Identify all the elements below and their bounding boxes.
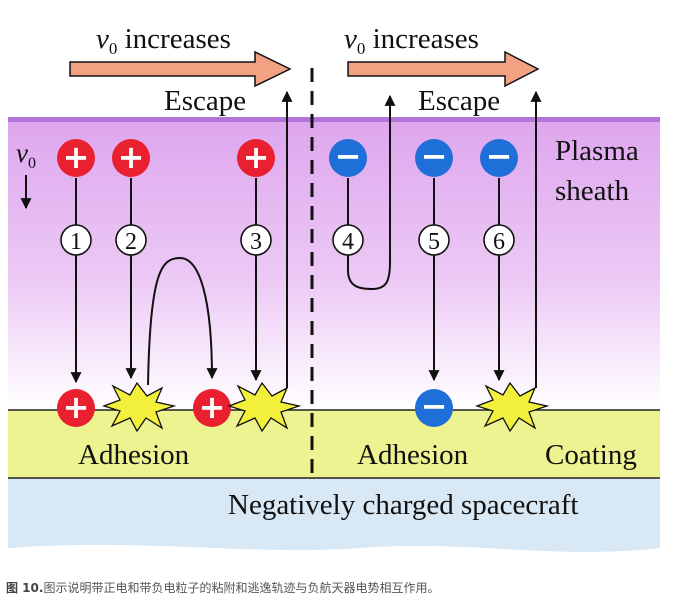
impact-spark-icon [101,381,177,433]
adhered-positive-charge-icon: + [193,388,231,427]
v0-label: v0 [16,138,36,172]
svg-text:1: 1 [70,229,82,255]
path-number-2: 2 [115,224,147,256]
sheath-label: sheath [555,175,630,207]
positive-charge-icon: + [112,138,150,177]
spacecraft-body [8,478,660,552]
svg-text:−: − [421,137,448,175]
figure-caption: 图 10.图示说明带正电和带负电粒子的粘附和逃逸轨迹与负航天器电势相互作用。 [6,579,671,596]
plasma-sheath-top-line [8,117,660,122]
v0-increases-label-left: v0 increases [96,23,231,58]
figure-caption-text: 图示说明带正电和带负电粒子的粘附和逃逸轨迹与负航天器电势相互作用。 [43,581,440,595]
plasma-label: Plasma [555,135,639,167]
svg-text:+: + [243,138,270,176]
svg-text:4: 4 [342,229,354,255]
positive-charge-icon: + [57,138,95,177]
spacecraft-label: Negatively charged spacecraft [228,489,579,521]
svg-text:+: + [118,138,145,176]
impact-spark-icon [474,381,550,433]
v0-increases-label-right: v0 increases [344,23,479,58]
diagram: v0 increases v0 increases Escape Escape … [8,23,660,552]
adhered-positive-charge-icon: + [57,388,95,427]
svg-text:+: + [63,138,90,176]
svg-text:−: − [335,137,362,175]
increase-arrow-right [347,50,540,88]
path-number-5: 5 [418,224,450,256]
svg-text:−: − [486,137,513,175]
coating-label: Coating [545,439,637,471]
escape-label-right: Escape [418,85,500,117]
path-number-4: 4 [332,224,364,256]
path-number-1: 1 [60,224,92,256]
svg-text:3: 3 [250,229,262,255]
svg-text:6: 6 [493,229,505,255]
negative-charge-icon: − [480,137,518,177]
trajectory-4 [347,94,396,291]
path-number-3: 3 [240,224,272,256]
svg-text:2: 2 [125,229,137,255]
positive-charge-icon: + [237,138,275,177]
svg-text:−: − [421,387,448,425]
impact-spark-icon [226,381,302,433]
negative-charge-icon: − [329,137,367,177]
increase-arrow-left [69,50,292,88]
trajectory-2-rebound [147,256,218,386]
adhesion-label-left: Adhesion [78,439,190,471]
escape-label-left: Escape [164,85,246,117]
figure-number: 图 10. [6,581,44,595]
svg-text:5: 5 [428,229,440,255]
svg-text:+: + [199,388,226,426]
svg-text:+: + [63,388,90,426]
adhered-negative-charge-icon: − [415,387,453,427]
path-number-6: 6 [483,224,515,256]
negative-charge-icon: − [415,137,453,177]
adhesion-label-right: Adhesion [357,439,469,471]
